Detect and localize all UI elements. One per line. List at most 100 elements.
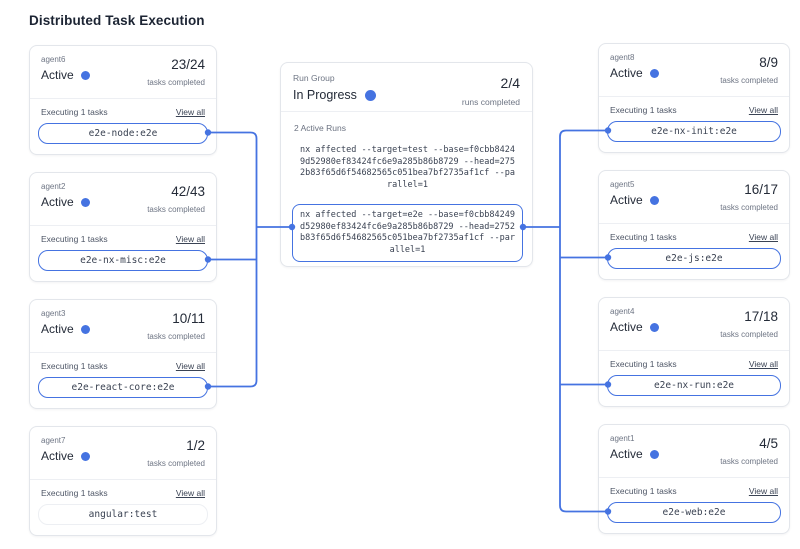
- status-dot-icon: [80, 451, 90, 461]
- task-chip[interactable]: e2e-nx-init:e2e: [607, 121, 781, 142]
- agent-header-right: 17/18 tasks completed: [720, 307, 778, 339]
- task-chip[interactable]: angular:test: [38, 504, 208, 525]
- agent-body-row: Executing 1 tasks View all: [607, 231, 781, 243]
- agent-status: Active: [41, 322, 90, 336]
- agent-card-body: Executing 1 tasks View all e2e-js:e2e: [599, 224, 789, 269]
- executing-tasks-label: Executing 1 tasks: [610, 232, 677, 242]
- agent-name: agent5: [610, 180, 635, 189]
- run-group-card: Run Group In Progress 2/4 runs completed…: [280, 62, 533, 267]
- executing-tasks-label: Executing 1 tasks: [610, 486, 677, 496]
- tasks-completed-label: tasks completed: [147, 78, 205, 87]
- agent-body-row: Executing 1 tasks View all: [607, 358, 781, 370]
- status-dot-icon: [649, 195, 659, 205]
- status-dot-icon: [649, 322, 659, 332]
- agent-name: agent8: [610, 53, 635, 62]
- runs-completed-count: 2/4: [500, 75, 520, 91]
- run-group-status: In Progress: [293, 88, 376, 102]
- agent-status: Active: [610, 66, 659, 80]
- executing-tasks-label: Executing 1 tasks: [41, 107, 108, 117]
- status-dot-icon: [80, 197, 90, 207]
- view-all-link[interactable]: View all: [748, 105, 778, 115]
- agent-name: agent4: [610, 307, 635, 316]
- tasks-completed-label: tasks completed: [720, 330, 778, 339]
- task-chip[interactable]: e2e-node:e2e: [38, 123, 208, 144]
- agent-status-text: Active: [610, 193, 643, 207]
- agent-card-body: Executing 1 tasks View all e2e-node:e2e: [30, 99, 216, 144]
- view-all-link[interactable]: View all: [175, 361, 205, 371]
- agent-card-body: Executing 1 tasks View all e2e-nx-init:e2e: [599, 97, 789, 142]
- agent-status: Active: [610, 447, 659, 461]
- tasks-completed-count: 23/24: [171, 57, 205, 72]
- tasks-completed-count: 1/2: [186, 438, 205, 453]
- view-all-link[interactable]: View all: [748, 486, 778, 496]
- task-chip[interactable]: e2e-react-core:e2e: [38, 377, 208, 398]
- agent-name: agent1: [610, 434, 635, 443]
- view-all-link[interactable]: View all: [175, 107, 205, 117]
- tasks-completed-count: 16/17: [744, 182, 778, 197]
- run-command-highlighted[interactable]: nx affected --target=e2e --base=f0cbb842…: [292, 204, 523, 262]
- view-all-link[interactable]: View all: [748, 232, 778, 242]
- status-dot-icon: [649, 68, 659, 78]
- agent-status-text: Active: [41, 449, 74, 463]
- agent-status-text: Active: [610, 320, 643, 334]
- agent-header-right: 8/9 tasks completed: [720, 53, 778, 85]
- executing-tasks-label: Executing 1 tasks: [610, 359, 677, 369]
- status-dot-icon: [80, 324, 90, 334]
- tasks-completed-count: 8/9: [759, 55, 778, 70]
- view-all-link[interactable]: View all: [748, 359, 778, 369]
- agent-header-right: 23/24 tasks completed: [147, 55, 205, 87]
- agent-body-row: Executing 1 tasks View all: [38, 487, 208, 499]
- run-command[interactable]: nx affected --target=test --base=f0cbb84…: [300, 145, 515, 190]
- run-group-status-text: In Progress: [293, 88, 357, 102]
- agent-card-body: Executing 1 tasks View all angular:test: [30, 480, 216, 525]
- agent-name: agent3: [41, 309, 66, 318]
- task-chip[interactable]: e2e-nx-run:e2e: [607, 375, 781, 396]
- runs-completed-label: runs completed: [461, 97, 520, 107]
- tasks-completed-count: 10/11: [172, 311, 205, 326]
- view-all-link[interactable]: View all: [175, 234, 205, 244]
- executing-tasks-label: Executing 1 tasks: [41, 488, 108, 498]
- task-chip[interactable]: e2e-web:e2e: [607, 502, 781, 523]
- status-dot-icon: [649, 449, 659, 459]
- agent-status: Active: [610, 193, 659, 207]
- tasks-completed-label: tasks completed: [147, 205, 205, 214]
- agent-status-text: Active: [41, 68, 74, 82]
- agent-status-text: Active: [610, 66, 643, 80]
- tasks-completed-label: tasks completed: [147, 332, 205, 341]
- view-all-link[interactable]: View all: [175, 488, 205, 498]
- tasks-completed-label: tasks completed: [720, 76, 778, 85]
- agent-status: Active: [41, 449, 90, 463]
- agent-status: Active: [41, 68, 90, 82]
- agent-body-row: Executing 1 tasks View all: [38, 106, 208, 118]
- agent-name: agent7: [41, 436, 66, 445]
- agent-name: agent2: [41, 182, 66, 191]
- tasks-completed-count: 4/5: [759, 436, 778, 451]
- executing-tasks-label: Executing 1 tasks: [610, 105, 677, 115]
- task-chip[interactable]: e2e-js:e2e: [607, 248, 781, 269]
- task-chip[interactable]: e2e-nx-misc:e2e: [38, 250, 208, 271]
- tasks-completed-count: 17/18: [744, 309, 778, 324]
- agent-status: Active: [610, 320, 659, 334]
